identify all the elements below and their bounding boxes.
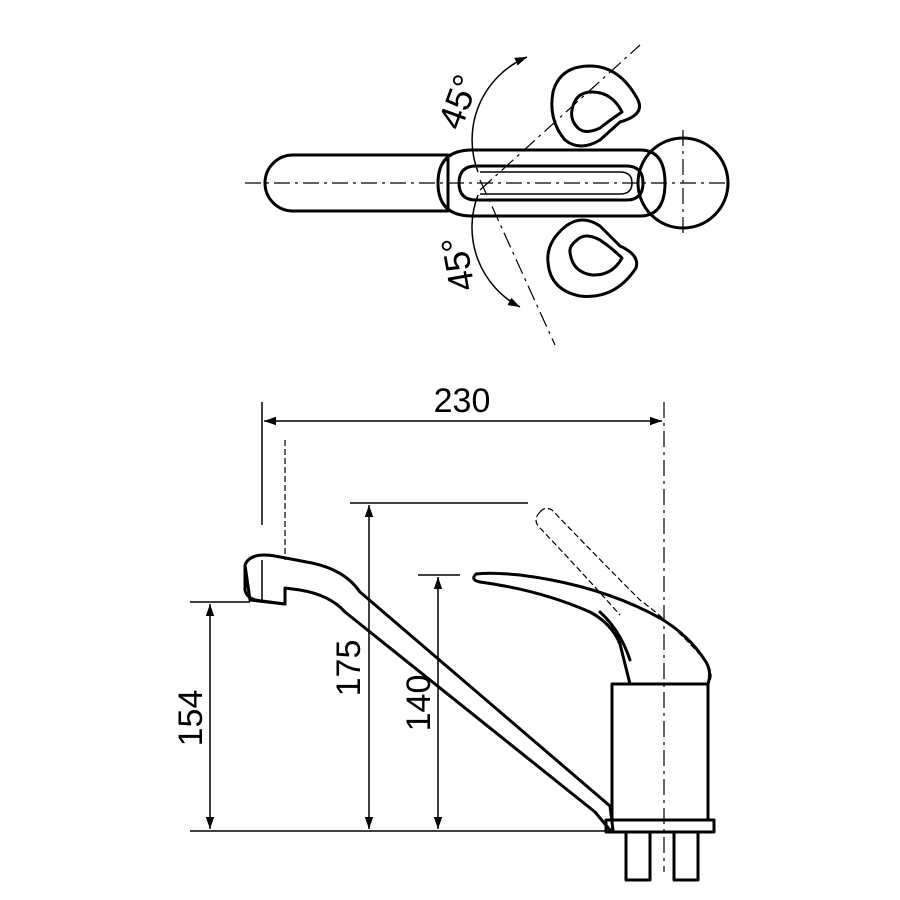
lever-side-inner [598, 610, 632, 662]
lever-height-label: 140 [400, 675, 438, 732]
lever-top-outline [436, 148, 667, 218]
angle-label-lower: 45° [433, 234, 483, 295]
base-ring [604, 818, 716, 834]
lever-top-slot-inner [480, 171, 633, 195]
spout-height-label: 154 [172, 690, 210, 747]
spout-top-outline [263, 153, 450, 213]
angle-arc-upper [471, 56, 528, 173]
angle-label-upper: 45° [430, 69, 487, 134]
width-label: 230 [434, 382, 491, 420]
lever-raised-ghost [535, 507, 712, 685]
spout-side-outline [243, 553, 615, 832]
lever-top-slot [457, 164, 645, 202]
side-view: 230 154 175 140 [172, 382, 716, 882]
angle-arc-lower [471, 194, 521, 308]
lever-max-height-label: 175 [330, 640, 368, 697]
body-side-outline [610, 682, 710, 822]
lower-rotated-lever [546, 218, 639, 298]
top-view: 45° 45° [245, 44, 730, 346]
lower-rotation-line [479, 179, 556, 346]
supply-pipes [624, 830, 700, 882]
lever-side-outline [472, 571, 712, 686]
spout-outlet [243, 564, 287, 606]
body-top-outline [636, 136, 730, 230]
upper-rotated-lever [550, 64, 641, 148]
